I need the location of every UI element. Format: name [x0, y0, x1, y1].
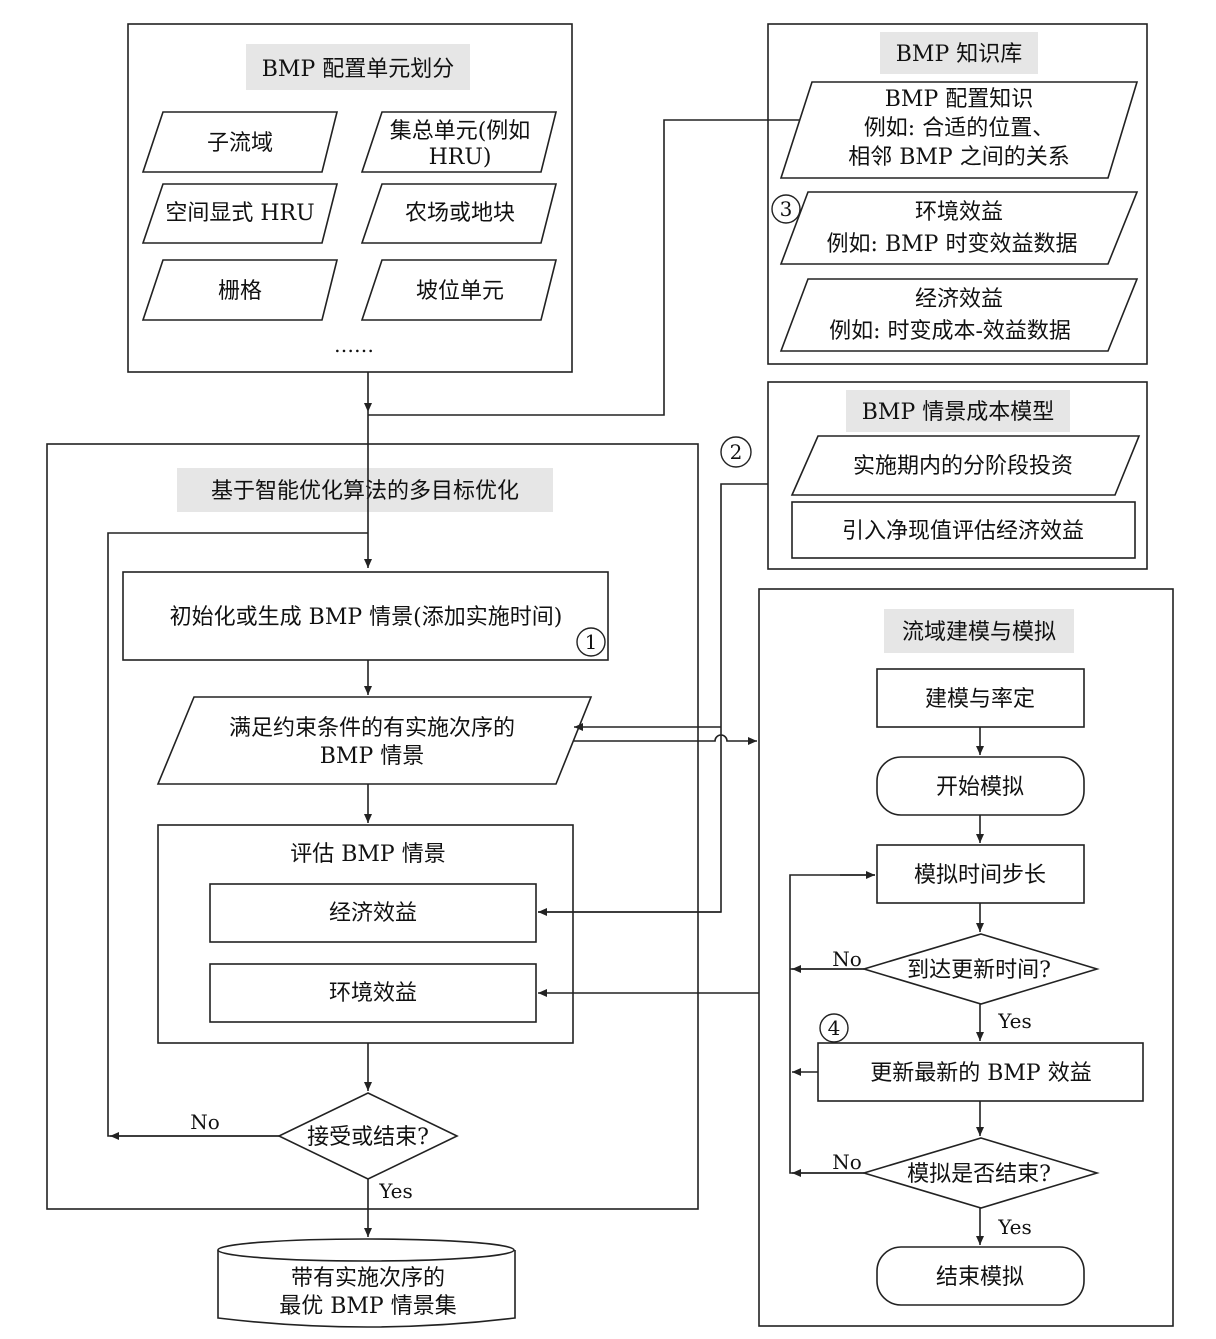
sim-end-label: 模拟是否结束? [907, 1162, 1051, 1187]
scenario-shape [156, 696, 593, 785]
marker-4 [819, 1013, 849, 1043]
sim-end-decision [861, 1137, 1100, 1209]
knowledge-base-panel: BMP 知识库 BMP 配置知识 例如: 合适的位置、 相邻 BMP 之间的关系… [767, 23, 1148, 365]
knowledge-base-title: BMP 知识库 [896, 42, 1023, 67]
output-scenario-set: 带有实施次序的 最优 BMP 情景集 [217, 1238, 516, 1328]
cost-phased-investment-label: 实施期内的分阶段投资 [853, 454, 1073, 479]
scenario-line-2: BMP 情景 [320, 744, 425, 769]
accept-no-label: No [190, 1110, 220, 1134]
knowledge-config-line-3: 相邻 BMP 之间的关系 [848, 145, 1069, 170]
eval-env-label: 环境效益 [329, 981, 417, 1006]
unit-lumped-hru-label-1: 集总单元(例如 [390, 119, 531, 144]
time-step-label: 模拟时间步长 [914, 863, 1046, 888]
end-sim-box [876, 1246, 1085, 1306]
scenario-line-1: 满足约束条件的有实施次序的 [229, 716, 515, 741]
update-yes-label: Yes [997, 1009, 1032, 1033]
cost-phased-investment-shape [790, 435, 1141, 496]
simulation-title: 流域建模与模拟 [902, 620, 1056, 645]
unit-lumped-hru-label-2: HRU) [429, 145, 492, 170]
knowledge-econ-line-2: 例如: 时变成本-效益数据 [829, 319, 1071, 344]
accept-decision-label: 接受或结束? [307, 1125, 429, 1150]
marker-2 [720, 436, 752, 468]
marker-2-label: 2 [730, 440, 743, 464]
unit-farm-label: 农场或地块 [405, 201, 515, 226]
knowledge-config-shape [779, 81, 1139, 179]
unit-slope-position [360, 259, 558, 321]
cost-model-panel: BMP 情景成本模型 实施期内的分阶段投资 引入净现值评估经济效益 [767, 381, 1148, 570]
calibration-box [876, 668, 1085, 728]
accept-yes-label: Yes [378, 1179, 413, 1203]
config-units-title: BMP 配置单元划分 [262, 57, 455, 82]
update-benefit-box [817, 1042, 1144, 1102]
unit-farm [360, 183, 558, 244]
optimization-title: 基于智能优化算法的多目标优化 [211, 479, 519, 504]
knowledge-econ-line-1: 经济效益 [915, 287, 1003, 312]
calibration-label: 建模与率定 [925, 687, 1035, 712]
unit-slope-position-label: 坡位单元 [416, 279, 504, 304]
cost-npv-box [791, 501, 1136, 559]
output-line-1: 带有实施次序的 [291, 1266, 445, 1291]
cost-npv-label: 引入净现值评估经济效益 [842, 519, 1084, 544]
init-scenario-box [122, 571, 609, 661]
update-no-label: No [832, 947, 862, 971]
update-benefit-label: 更新最新的 BMP 效益 [870, 1061, 1091, 1086]
update-time-decision [861, 933, 1100, 1005]
end-sim-label: 结束模拟 [936, 1265, 1024, 1290]
knowledge-config-line-2: 例如: 合适的位置、 [864, 116, 1054, 141]
init-scenario-label: 初始化或生成 BMP 情景(添加实施时间) [170, 605, 563, 630]
start-sim-label: 开始模拟 [936, 775, 1024, 800]
time-step-box [876, 844, 1085, 904]
eval-env-box [209, 963, 537, 1023]
step-markers: 1 2 3 4 [576, 194, 849, 1043]
optimization-panel: 基于智能优化算法的多目标优化 初始化或生成 BMP 情景(添加实施时间) 满足约… [46, 443, 699, 1210]
knowledge-econ-shape [779, 278, 1139, 352]
config-units-panel: BMP 配置单元划分 子流域 集总单元(例如 HRU) 空间显式 HRU 农场或… [127, 23, 573, 373]
cost-model-title: BMP 情景成本模型 [862, 400, 1055, 425]
marker-3 [771, 194, 801, 224]
marker-3-label: 3 [780, 197, 793, 221]
knowledge-env-line-1: 环境效益 [915, 200, 1003, 225]
marker-4-label: 4 [828, 1016, 841, 1040]
knowledge-env-line-2: 例如: BMP 时变效益数据 [827, 232, 1078, 257]
sim-end-yes-label: Yes [997, 1215, 1032, 1239]
unit-grid-label: 栅格 [218, 279, 262, 304]
knowledge-config-line-1: BMP 配置知识 [885, 87, 1034, 112]
knowledge-env-shape [779, 191, 1139, 265]
unit-subbasin-label: 子流域 [207, 131, 273, 156]
update-time-label: 到达更新时间? [907, 958, 1051, 983]
units-ellipsis: …… [334, 333, 374, 357]
eval-econ-box [209, 883, 537, 943]
evaluate-title: 评估 BMP 情景 [290, 842, 445, 867]
unit-subbasin [141, 111, 339, 173]
unit-lumped-hru [360, 111, 558, 173]
unit-spatial-hru-label: 空间显式 HRU [165, 201, 314, 226]
unit-grid [141, 259, 339, 321]
eval-econ-label: 经济效益 [329, 901, 417, 926]
marker-1 [576, 627, 606, 657]
connectors [107, 119, 984, 1245]
sim-end-no-label: No [832, 1150, 862, 1174]
marker-1-label: 1 [585, 630, 598, 654]
simulation-panel: 流域建模与模拟 建模与率定 开始模拟 模拟时间步长 到达更新时间? No Yes… [758, 588, 1174, 1327]
output-line-2: 最优 BMP 情景集 [279, 1294, 456, 1319]
unit-spatial-hru [141, 183, 339, 244]
